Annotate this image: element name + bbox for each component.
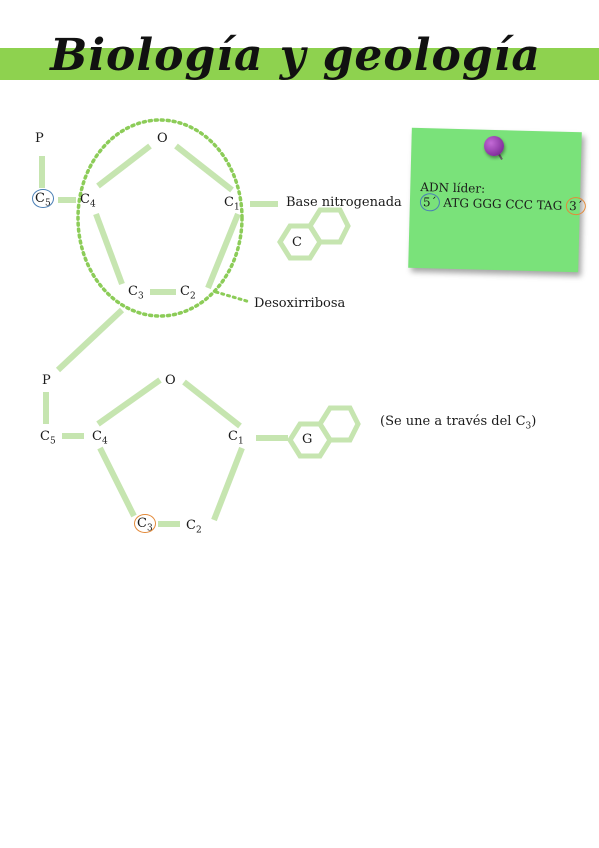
c3-circle-marker: C3 [134,514,156,534]
base-hexagon-top-2 [307,207,351,245]
bond-c3-p-link [55,307,125,373]
c5-circle-marker: C5 [32,189,54,209]
c1-label-bottom: C1 [228,429,244,447]
bond-c4-c3-bottom [97,446,137,518]
c5-label-top: C5 [32,189,54,211]
base-letter-top: C [292,235,302,250]
c2-label-bottom: C2 [186,518,202,536]
oxygen-label-bottom: O [165,373,176,388]
c4-label-bottom: C4 [92,429,108,447]
sugar-dotted-ellipse [76,118,244,318]
phosphate-label-bottom: P [42,373,51,388]
base-hexagon-bottom-2 [317,405,361,443]
c1-label-top: C1 [224,195,240,213]
bond-c4-o-top [96,143,152,189]
base-label: Base nitrogenada [286,195,402,210]
sticky-note-sequence-line: 5´ ATG GGG CCC TAG 3´ [419,193,586,216]
c3-bond-note: (Se une a través del C3) [380,414,537,432]
five-prime-marker: 5´ [419,193,440,212]
page-title: Biología y geología [50,30,541,81]
c3-label-top: C3 [128,284,144,302]
push-pin-icon [484,136,504,156]
c2-label-top: C2 [180,284,196,302]
phosphate-label-top: P [35,131,44,146]
bond-c4-c3-top [93,212,125,286]
bond-c4-o-bottom [96,377,162,427]
dna-sequence: ATG GGG CCC TAG [443,195,563,213]
base-letter-bottom: G [302,432,313,447]
title-banner [0,48,599,80]
sugar-dotted-pointer [214,290,252,304]
bond-c1-c2-bottom [211,446,245,522]
oxygen-label-top: O [157,131,168,146]
sticky-note-text: ADN líder: 5´ ATG GGG CCC TAG 3´ [419,180,586,216]
bond-o-c1-top [174,143,234,193]
bond-o-c1-bottom [182,379,242,429]
c5-label-bottom: C5 [40,429,56,447]
c4-label-top: C4 [80,192,96,210]
bond-c1-c2-top [205,212,241,290]
sugar-label: Desoxirribosa [254,296,346,311]
three-prime-marker: 3´ [565,196,586,216]
c3-label-bottom: C3 [134,514,156,536]
